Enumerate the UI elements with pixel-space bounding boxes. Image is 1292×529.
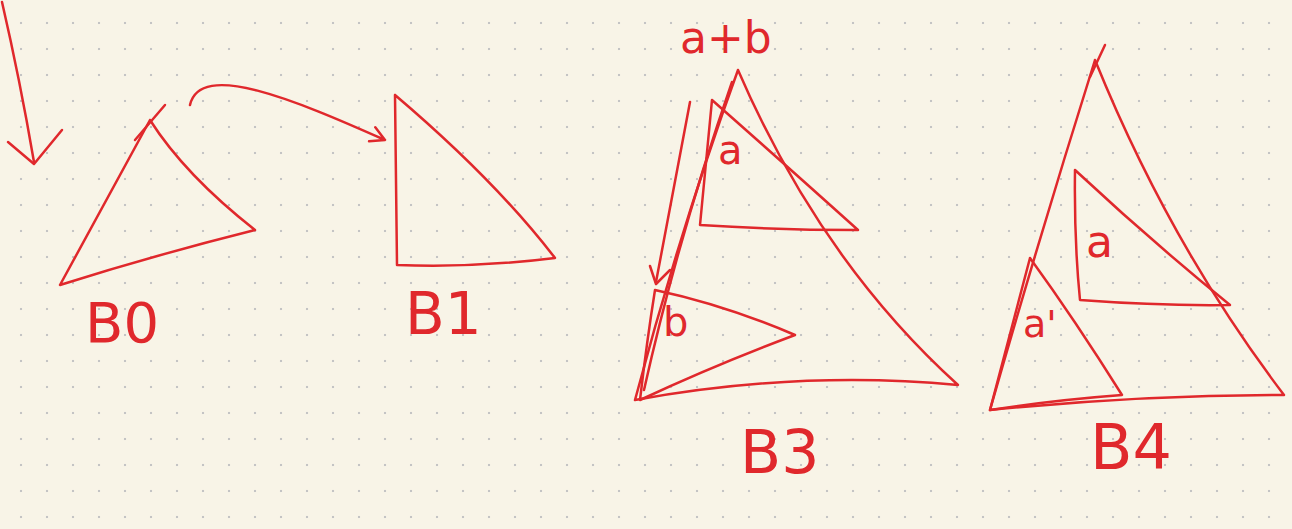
node-label: b [663, 302, 688, 342]
connector-stroke [190, 85, 385, 141]
block-triangle: B0 [55, 105, 265, 370]
sub-triangle: b [635, 280, 805, 410]
outline-stroke [990, 60, 1284, 410]
pointer-head [8, 130, 62, 164]
node-label: B0 [85, 295, 159, 351]
outline-stroke [60, 120, 255, 285]
sub-triangle: a' [985, 250, 1130, 415]
sub-triangle: a [690, 90, 865, 240]
outline-stroke [640, 290, 795, 400]
node-label: a+b [680, 16, 772, 60]
outline-stroke [635, 70, 958, 400]
node-label: a [1086, 220, 1113, 264]
outline-stroke [990, 258, 1122, 410]
node-label: B3 [740, 422, 819, 482]
outline-stroke [1090, 45, 1105, 77]
sub-triangle: a [1060, 160, 1240, 315]
outline-stroke [650, 266, 670, 284]
triangle-outline [985, 250, 1130, 415]
node-label: B1 [405, 285, 482, 343]
curved-arrow [190, 85, 385, 141]
block-triangle: a+bB3 a b [620, 10, 970, 510]
pointer-line [2, 2, 34, 162]
node-label: a [718, 130, 743, 170]
triangle-outline [690, 90, 865, 240]
outline-stroke [700, 100, 858, 230]
node-label: B4 [1090, 417, 1172, 479]
block-triangle: B4 a a' [980, 45, 1288, 510]
outline-stroke [1075, 170, 1230, 305]
outline-stroke [395, 95, 555, 266]
node-label: a' [1023, 305, 1057, 343]
triangle-outline [635, 280, 805, 410]
outline-stroke [656, 102, 690, 282]
outline-stroke [135, 105, 165, 140]
block-triangle: B1 [385, 90, 565, 375]
outline-stroke [644, 82, 732, 390]
